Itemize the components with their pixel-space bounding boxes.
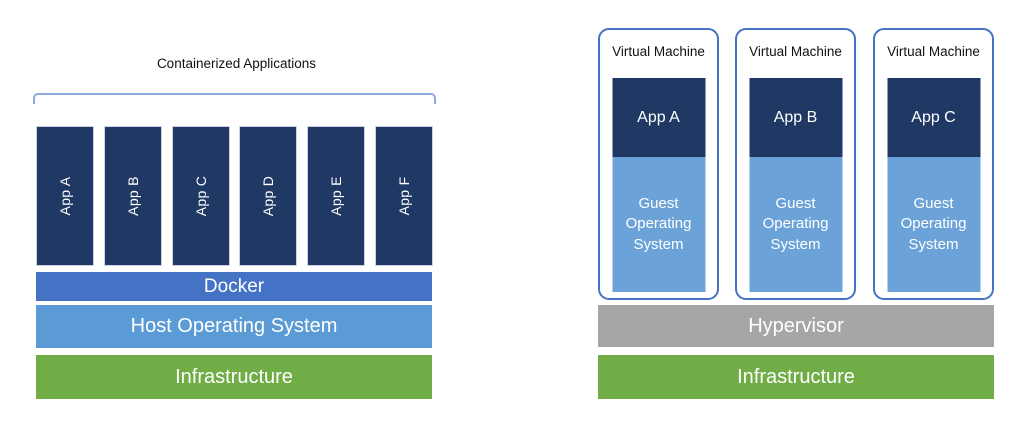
infrastructure-layer-left: Infrastructure <box>36 355 432 399</box>
app-column-label: App E <box>328 176 345 216</box>
virtual-machine-title: Virtual Machine <box>749 44 842 59</box>
guest-os-box: Guest Operating System <box>887 157 980 292</box>
guest-os-box: Guest Operating System <box>612 157 705 292</box>
virtual-machine-box-3: Virtual Machine App C Guest Operating Sy… <box>873 28 994 300</box>
app-column-label: App C <box>192 175 209 217</box>
docker-layer: Docker <box>36 272 432 301</box>
app-column-label: App B <box>124 176 141 216</box>
app-columns: App A App B App C App D App E App F <box>36 126 433 266</box>
host-operating-system-layer: Host Operating System <box>36 305 432 348</box>
virtual-machine-box-1: Virtual Machine App A Guest Operating Sy… <box>598 28 719 300</box>
hypervisor-layer: Hypervisor <box>598 305 994 347</box>
vm-app-box: App B <box>749 78 842 157</box>
vm-app-box: App C <box>887 78 980 157</box>
containerized-apps-bracket <box>33 93 436 104</box>
app-column-label: App F <box>395 176 412 216</box>
vm-app-box: App A <box>612 78 705 157</box>
app-column-c: App C <box>171 126 230 266</box>
virtual-machine-title: Virtual Machine <box>887 44 980 59</box>
virtual-machine-title: Virtual Machine <box>612 44 705 59</box>
app-column-b: App B <box>103 126 162 266</box>
app-column-f: App F <box>374 126 433 266</box>
app-column-label: App D <box>260 175 277 217</box>
app-column-e: App E <box>307 126 366 266</box>
infrastructure-layer-right: Infrastructure <box>598 355 994 399</box>
virtual-machine-box-2: Virtual Machine App B Guest Operating Sy… <box>735 28 856 300</box>
guest-os-box: Guest Operating System <box>749 157 842 292</box>
app-column-label: App A <box>57 176 73 216</box>
containerized-applications-title: Containerized Applications <box>156 56 317 71</box>
app-column-d: App D <box>239 126 298 266</box>
app-column-a: App A <box>36 126 94 266</box>
